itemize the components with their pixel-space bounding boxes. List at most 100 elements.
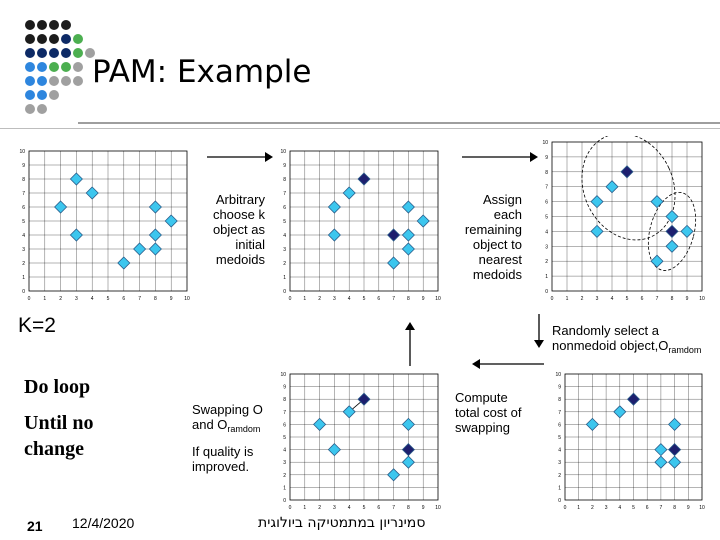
medoid-point bbox=[626, 392, 641, 406]
decor-dot bbox=[61, 76, 71, 86]
y-tick-label: 0 bbox=[283, 498, 286, 504]
data-point bbox=[590, 224, 604, 238]
y-tick-label: 7 bbox=[558, 410, 561, 416]
data-point bbox=[148, 242, 162, 256]
data-point bbox=[416, 214, 430, 228]
decor-dot bbox=[25, 76, 35, 86]
slide-footer: סמינריון במתמטיקה ביולוגית bbox=[258, 515, 426, 531]
y-tick-label: 4 bbox=[283, 448, 286, 454]
x-tick-label: 4 bbox=[348, 296, 351, 302]
caption-step3-sub: ramdom bbox=[668, 345, 702, 355]
x-tick-label: 6 bbox=[641, 296, 644, 302]
x-tick-label: 8 bbox=[673, 505, 676, 511]
decor-dot bbox=[73, 62, 83, 72]
y-tick-label: 3 bbox=[558, 460, 561, 466]
data-point bbox=[401, 455, 415, 469]
decor-dot bbox=[49, 48, 59, 58]
x-tick-label: 9 bbox=[422, 296, 425, 302]
x-tick-label: 5 bbox=[107, 296, 110, 302]
caption-step3-main: Randomly select a nonmedoid object,O bbox=[552, 323, 669, 353]
caption-step6: If quality is improved. bbox=[192, 444, 254, 474]
x-tick-label: 1 bbox=[43, 296, 46, 302]
x-tick-label: 10 bbox=[699, 296, 705, 302]
y-tick-label: 5 bbox=[283, 219, 286, 225]
data-point bbox=[654, 455, 668, 469]
x-tick-label: 8 bbox=[671, 296, 674, 302]
data-point bbox=[585, 417, 599, 431]
y-tick-label: 7 bbox=[22, 191, 25, 197]
x-tick-label: 4 bbox=[611, 296, 614, 302]
x-tick-label: 6 bbox=[122, 296, 125, 302]
arrow-down-step3 bbox=[534, 314, 544, 348]
y-tick-label: 3 bbox=[283, 247, 286, 253]
x-tick-label: 3 bbox=[75, 296, 78, 302]
data-point bbox=[590, 195, 604, 209]
decor-dot bbox=[25, 48, 35, 58]
y-tick-label: 1 bbox=[545, 274, 548, 280]
y-tick-label: 1 bbox=[283, 485, 286, 491]
y-tick-label: 8 bbox=[283, 397, 286, 403]
y-tick-label: 9 bbox=[558, 385, 561, 391]
decor-dot bbox=[73, 34, 83, 44]
cluster-ellipse bbox=[647, 191, 697, 271]
x-tick-label: 1 bbox=[303, 505, 306, 511]
medoid-point bbox=[665, 224, 679, 238]
x-tick-label: 6 bbox=[646, 505, 649, 511]
x-tick-label: 5 bbox=[363, 505, 366, 511]
x-tick-label: 2 bbox=[318, 296, 321, 302]
y-tick-label: 6 bbox=[558, 422, 561, 428]
y-tick-label: 7 bbox=[283, 191, 286, 197]
data-point bbox=[327, 443, 341, 457]
decor-dot bbox=[49, 76, 59, 86]
x-tick-label: 6 bbox=[377, 505, 380, 511]
arrow-right-step1 bbox=[207, 152, 273, 162]
y-tick-label: 1 bbox=[283, 275, 286, 281]
y-tick-label: 9 bbox=[22, 163, 25, 169]
medoid-point bbox=[668, 443, 682, 457]
data-point bbox=[387, 468, 401, 482]
x-tick-label: 0 bbox=[28, 296, 31, 302]
y-tick-label: 10 bbox=[542, 140, 548, 146]
y-tick-label: 10 bbox=[19, 149, 25, 155]
x-tick-label: 9 bbox=[687, 505, 690, 511]
y-tick-label: 8 bbox=[283, 177, 286, 183]
title-divider bbox=[78, 122, 720, 124]
medoid-point bbox=[401, 443, 415, 457]
decor-dot bbox=[49, 20, 59, 30]
y-tick-label: 4 bbox=[545, 229, 548, 235]
decor-dot bbox=[25, 34, 35, 44]
x-tick-label: 2 bbox=[59, 296, 62, 302]
data-point bbox=[401, 417, 415, 431]
medoid-point bbox=[387, 228, 401, 242]
decor-dot bbox=[37, 20, 47, 30]
x-tick-label: 0 bbox=[551, 296, 554, 302]
decor-dot bbox=[61, 20, 71, 30]
data-point bbox=[54, 200, 68, 214]
y-tick-label: 1 bbox=[558, 485, 561, 491]
x-tick-label: 4 bbox=[91, 296, 94, 302]
y-tick-label: 0 bbox=[283, 289, 286, 295]
y-tick-label: 9 bbox=[545, 155, 548, 161]
y-tick-label: 3 bbox=[283, 460, 286, 466]
loop-do-label: Do loop bbox=[24, 376, 91, 398]
decor-dot bbox=[49, 62, 59, 72]
y-tick-label: 9 bbox=[283, 385, 286, 391]
x-tick-label: 8 bbox=[154, 296, 157, 302]
caption-step4: Compute total cost of swapping bbox=[455, 390, 522, 435]
y-tick-label: 0 bbox=[558, 498, 561, 504]
x-tick-label: 4 bbox=[348, 505, 351, 511]
slide-date: 12/4/2020 bbox=[72, 515, 135, 531]
y-tick-label: 10 bbox=[280, 372, 286, 378]
x-tick-label: 0 bbox=[289, 505, 292, 511]
caption-step5: Swapping O and Oramdom bbox=[192, 402, 274, 437]
decor-dot bbox=[37, 48, 47, 58]
y-tick-label: 9 bbox=[283, 163, 286, 169]
x-tick-label: 7 bbox=[392, 296, 395, 302]
y-tick-label: 4 bbox=[283, 233, 286, 239]
caption-step5-main: Swapping O and O bbox=[192, 402, 263, 432]
y-tick-label: 2 bbox=[545, 259, 548, 265]
x-tick-label: 1 bbox=[577, 505, 580, 511]
x-tick-label: 8 bbox=[407, 505, 410, 511]
